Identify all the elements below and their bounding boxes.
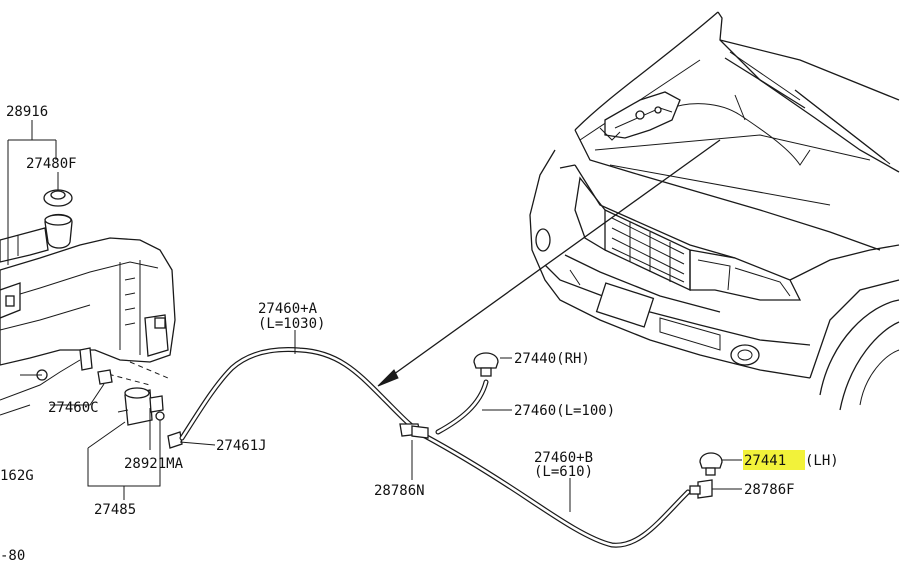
label-27480f[interactable]: 27480F <box>26 156 77 172</box>
label-27441-side: (LH) <box>805 453 839 469</box>
label-162g[interactable]: 162G <box>0 468 34 484</box>
label-28921ma[interactable]: 28921MA <box>124 456 184 472</box>
label-27440-rh[interactable]: 27440(RH) <box>514 351 590 367</box>
label-27460c[interactable]: 27460C <box>48 400 99 416</box>
label-27441[interactable]: 27441 <box>744 453 786 469</box>
label-27460b[interactable]: 27460+B <box>534 450 593 466</box>
label-27485[interactable]: 27485 <box>94 502 136 518</box>
label-27460b-length: (L=610) <box>534 464 593 480</box>
label-27460a-length: (L=1030) <box>258 316 325 332</box>
part-highlight <box>743 450 805 470</box>
label-27460a[interactable]: 27460+A <box>258 301 318 317</box>
leader-lines <box>7 120 742 512</box>
label-80[interactable]: -80 <box>0 548 25 564</box>
washer-tank-illustration <box>0 189 183 449</box>
callout-labels: 28916 27480F 27460+A (L=1030) 27440(RH) … <box>0 104 839 564</box>
label-28786f[interactable]: 28786F <box>744 482 795 498</box>
washer-nozzles <box>473 352 723 476</box>
washer-hoses <box>179 347 713 548</box>
label-28916[interactable]: 28916 <box>6 104 48 120</box>
label-28786n[interactable]: 28786N <box>374 483 425 499</box>
vehicle-illustration <box>377 11 900 411</box>
label-27461j[interactable]: 27461J <box>216 438 267 454</box>
label-27460[interactable]: 27460(L=100) <box>514 403 615 419</box>
